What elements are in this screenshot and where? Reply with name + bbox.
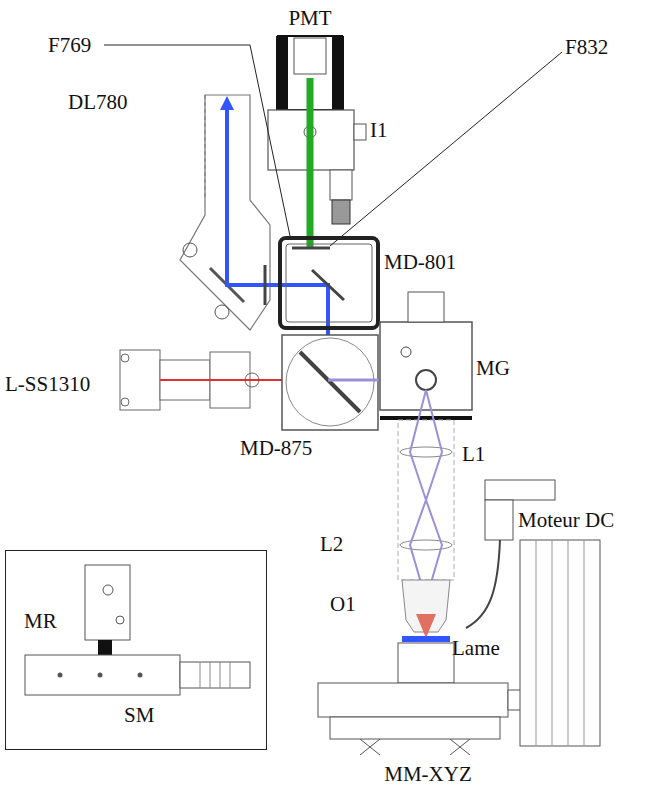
galvo-screw — [401, 347, 411, 357]
sample-slide — [402, 636, 450, 642]
part-label: F832 — [565, 35, 608, 59]
motor-bracket — [485, 480, 555, 500]
part-label: MD-875 — [240, 436, 312, 460]
iris-screw — [332, 200, 350, 224]
part-label: DL780 — [68, 90, 128, 114]
blade — [466, 540, 500, 628]
galvo-motor — [408, 292, 444, 322]
pmt-band — [276, 36, 288, 110]
translation-stage — [25, 655, 180, 695]
mount-screw — [103, 585, 113, 595]
galvo-mirror — [416, 370, 436, 390]
mount-screw — [116, 616, 124, 624]
part-label: MR — [24, 609, 57, 633]
galvo-housing — [380, 322, 472, 410]
part-label: O1 — [330, 592, 356, 616]
stage-legs — [360, 739, 470, 755]
adjust-knob — [183, 243, 197, 257]
micrometer-ticks — [200, 662, 230, 688]
part-label: Moteur DC — [518, 508, 614, 532]
motor-column — [520, 540, 600, 746]
part-label: Lame — [452, 636, 500, 660]
column-stripes — [536, 540, 584, 746]
part-label: F769 — [48, 33, 91, 57]
screw — [121, 354, 129, 362]
part-label: SM — [124, 703, 154, 727]
micrometer — [180, 662, 250, 688]
laser-flange — [120, 350, 160, 410]
lens-l1 — [400, 447, 452, 457]
part-label: L-SS1310 — [5, 372, 90, 396]
stage-hole — [98, 673, 103, 678]
adjust-knob — [215, 305, 229, 319]
leader-line — [104, 45, 290, 236]
stage-base — [330, 717, 500, 739]
pmt-window — [294, 38, 326, 74]
scan-beams — [410, 390, 442, 600]
screw — [121, 398, 129, 406]
galvo-plate — [380, 416, 472, 420]
leader-line — [330, 52, 562, 246]
filter-cube-inner — [286, 244, 372, 322]
focus-cone — [416, 614, 436, 638]
dichroic-md875 — [300, 352, 360, 412]
dichroic-cube — [282, 335, 378, 430]
filter-f832 — [292, 247, 330, 250]
stage-z — [398, 643, 454, 683]
part-label: I1 — [370, 118, 388, 142]
iris-mount — [330, 170, 352, 200]
part-label: L1 — [462, 442, 485, 466]
part-label: PMT — [288, 6, 331, 30]
rotation-mount — [85, 565, 130, 640]
beam-arrowhead — [220, 96, 234, 110]
motor-arm — [485, 500, 513, 540]
part-label: MM-XYZ — [384, 762, 472, 786]
stage-xy — [318, 683, 508, 717]
filter-f769 — [264, 265, 267, 305]
stage-hole — [138, 673, 143, 678]
mount-post — [98, 640, 112, 655]
part-label: L2 — [320, 532, 343, 556]
inset-frame: MR SM — [5, 550, 267, 750]
lens-l2 — [400, 540, 452, 550]
stage-hole — [58, 673, 63, 678]
part-label: MD-801 — [384, 250, 456, 274]
tube-outline — [205, 95, 206, 200]
cube-ring — [286, 338, 374, 426]
dichroic-md801 — [312, 270, 344, 300]
fluorescence-beam — [307, 78, 314, 248]
filter-cube — [280, 238, 378, 328]
part-label: MG — [476, 356, 510, 380]
iris-lever — [354, 124, 366, 140]
pmt-band — [332, 36, 344, 110]
